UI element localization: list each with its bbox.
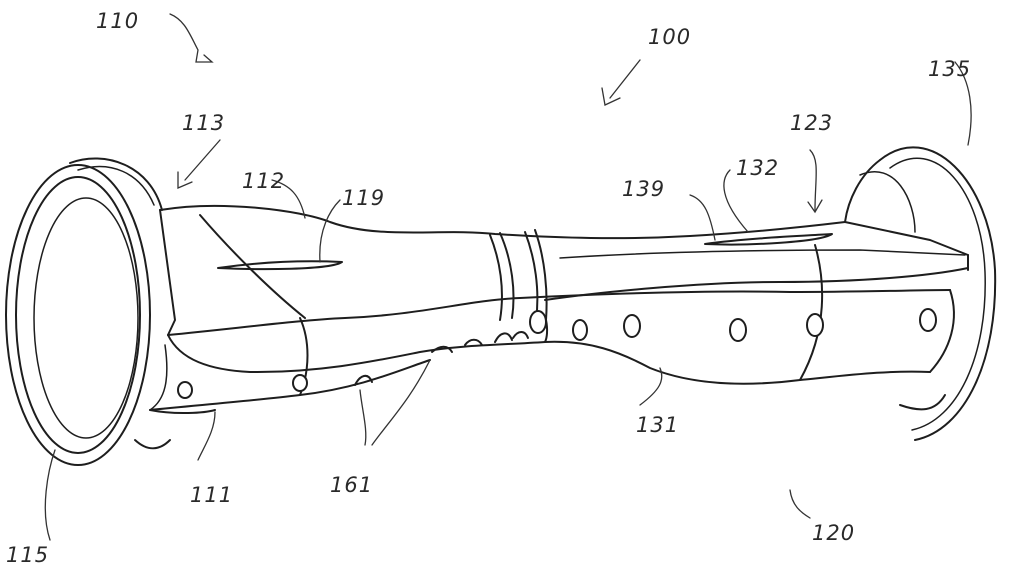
- label-110: 110: [96, 9, 139, 33]
- label-115: 115: [6, 543, 49, 567]
- board-body: [149, 204, 969, 415]
- label-112: 112: [242, 169, 285, 193]
- label-111: 111: [190, 483, 233, 507]
- left-wheel: [5, 157, 171, 466]
- reference-labels: 110 100 113 112 119 135 123 132 139 131 …: [6, 9, 971, 567]
- label-131: 131: [636, 413, 679, 437]
- left-foot-slot: [217, 260, 343, 271]
- leader-lines: [44, 13, 972, 541]
- label-100: 100: [648, 25, 691, 49]
- label-132: 132: [736, 156, 779, 180]
- label-161: 161: [330, 473, 373, 497]
- label-120: 120: [812, 521, 855, 545]
- label-139: 139: [622, 177, 665, 201]
- right-foot-slot: [704, 233, 833, 246]
- label-119: 119: [342, 186, 385, 210]
- label-123: 123: [790, 111, 833, 135]
- pad-slots: [217, 233, 833, 271]
- right-wheel: [844, 146, 997, 441]
- label-135: 135: [928, 57, 971, 81]
- label-113: 113: [182, 111, 225, 135]
- light-strip: [354, 331, 529, 386]
- side-holes: [177, 308, 937, 399]
